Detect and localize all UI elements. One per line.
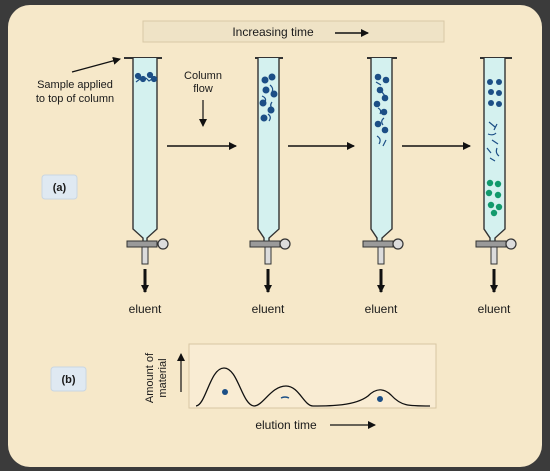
x-axis-label: elution time [255, 418, 317, 432]
green-band [485, 179, 503, 217]
eluent-label-3: eluent [365, 302, 398, 316]
eluent-label-4: eluent [478, 302, 511, 316]
panel-a-label: (a) [41, 174, 78, 200]
flow-label-line1: Column [184, 70, 222, 82]
elution-curve [195, 367, 431, 407]
panel-b-label: (b) [50, 366, 87, 392]
column-1: eluent [124, 57, 169, 316]
peak-1-marker [222, 389, 228, 395]
panel-b-text: (b) [61, 374, 75, 386]
eluent-label-2: eluent [252, 302, 285, 316]
chromatogram: Amount of material elution time [144, 343, 437, 432]
peak-2-marker [280, 396, 290, 399]
blue-band [487, 79, 502, 107]
flow-label-line2: flow [193, 83, 213, 95]
sample-separating [373, 73, 390, 147]
column-2: eluent [249, 57, 291, 316]
column-4: eluent [475, 57, 517, 316]
sample-label-line2: to top of column [36, 93, 114, 105]
peak-3-marker [377, 396, 383, 402]
panel-a-text: (a) [53, 182, 67, 194]
stopcock-handle [126, 240, 158, 248]
sample-band [134, 71, 158, 83]
time-header-label: Increasing time [232, 25, 314, 39]
column-3: eluent [362, 57, 404, 316]
linear-band [486, 121, 500, 162]
chromatogram-box [188, 343, 437, 409]
flow-label: Column flow [184, 70, 222, 127]
time-header: Increasing time [142, 20, 445, 43]
eluent-label-1: eluent [129, 302, 162, 316]
sample-spreading [259, 73, 278, 122]
y-axis-label-line2: material [157, 358, 169, 397]
y-axis-label-line1: Amount of [144, 352, 156, 403]
sample-label-line1: Sample applied [37, 79, 113, 91]
sample-label: Sample applied to top of column [36, 56, 121, 105]
sample-pointer-arrow [71, 56, 121, 73]
